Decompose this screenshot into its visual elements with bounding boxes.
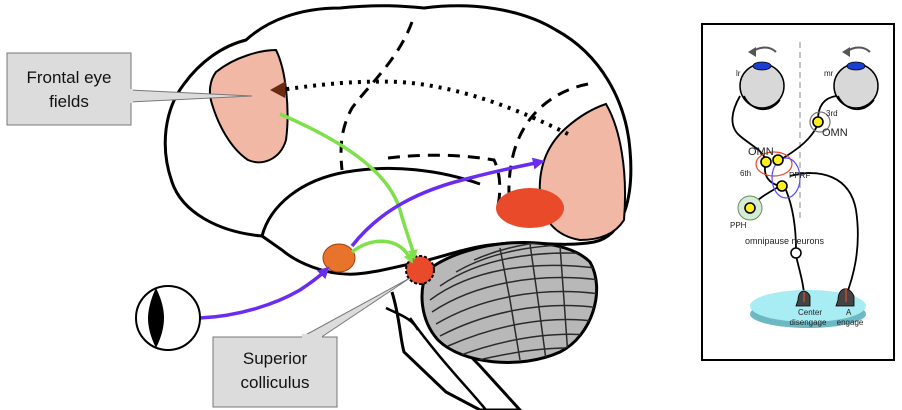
lateral-sulcus — [387, 153, 502, 207]
fef-callout: Frontal eye fields — [6, 52, 253, 126]
omnipause-neuron — [790, 247, 802, 259]
engage-a-label: A — [846, 308, 852, 317]
center-label-line2: disengage — [790, 318, 827, 327]
cerebellum — [420, 240, 599, 364]
superior-colliculus — [405, 255, 435, 285]
neuron-omn-b — [772, 154, 784, 166]
omn-left-nucleus — [755, 151, 793, 177]
parietal-nucleus — [496, 188, 564, 228]
frontal-eye-fields-region — [208, 48, 289, 164]
omn-left-label: OMN — [748, 146, 774, 158]
pph-label: PPH — [730, 221, 747, 230]
sc-label-line2: colliculus — [241, 373, 310, 392]
optic-nerve — [385, 306, 420, 331]
cortex-to-fef-arrowhead — [270, 81, 286, 98]
right-eye-icon — [833, 46, 879, 110]
eye-to-lgn-path — [199, 266, 330, 320]
neuron-3rd — [812, 116, 824, 128]
omn-right-label: OMN — [822, 127, 848, 139]
cortex-to-fef-path — [279, 79, 569, 136]
pathways — [199, 79, 569, 320]
nerve-6th-label: 6th — [740, 169, 751, 178]
colliculus-disc — [750, 288, 866, 328]
nerve-3rd-label: 3rd — [826, 109, 838, 118]
lgn-to-sc-path — [350, 239, 413, 264]
neuron-omn-a — [760, 156, 772, 168]
central-sulcus — [339, 21, 414, 171]
neuron-pph — [744, 202, 756, 214]
engage-label: engage — [837, 318, 864, 327]
omn-right-nucleus — [809, 111, 831, 133]
neurons — [744, 116, 824, 214]
eye-left-label: lr — [736, 69, 741, 78]
eye-right-label: mr — [824, 69, 834, 78]
temporal-lobe-edge — [260, 166, 481, 237]
neuron-pprf — [776, 180, 788, 192]
omnipause-label: omnipause neurons — [745, 236, 825, 246]
left-eye-icon — [739, 46, 785, 110]
parieto-occipital-sulcus — [507, 82, 589, 223]
brain — [163, 4, 633, 410]
eye — [135, 285, 201, 351]
fef-to-sc-path — [279, 112, 418, 260]
pprf-label: PPRF — [789, 171, 810, 180]
fef-label-line1: Frontal eye — [26, 68, 111, 87]
fef-label-line2: fields — [49, 92, 89, 111]
circuit-inset: lr mr — [701, 23, 895, 361]
spinal-cord — [408, 317, 487, 410]
lgn-to-cortex-path — [350, 157, 545, 248]
sc-label-line1: Superior — [243, 349, 308, 368]
lateral-geniculate-nucleus — [322, 243, 356, 273]
center-label-line1: Center — [798, 308, 822, 317]
sc-callout: Superior colliculus — [212, 277, 411, 408]
pprf-nucleus — [771, 157, 801, 199]
